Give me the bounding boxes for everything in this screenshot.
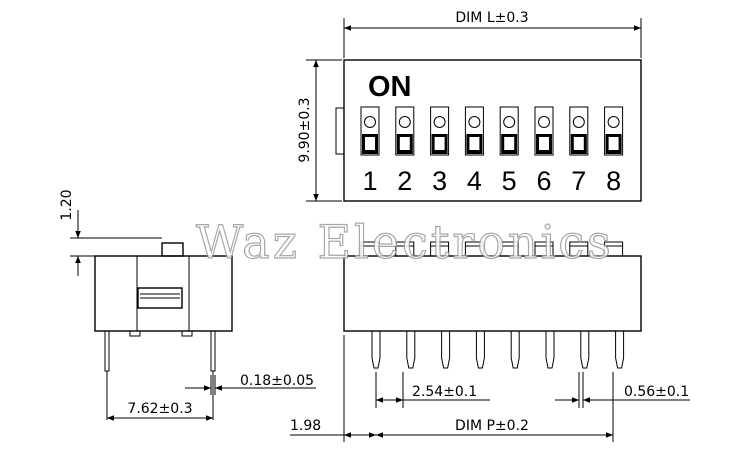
front-tab	[534, 241, 554, 257]
switch-number: 1	[362, 166, 377, 196]
front-tab	[499, 241, 519, 257]
switch-number: 6	[536, 166, 551, 196]
switch-slider	[499, 106, 519, 156]
side-view-pin-right	[210, 330, 216, 372]
front-tab	[569, 241, 589, 257]
dim-side-height: 1.20	[59, 189, 162, 276]
front-pin	[545, 331, 555, 369]
dim-pin-span: 1.98 DIM P±0.2	[290, 335, 614, 442]
dim-pitch-label: 2.54±0.1	[412, 384, 477, 400]
dim-pin-thickness-label: 0.18±0.05	[240, 373, 314, 389]
switch-slider	[360, 106, 380, 156]
switch-number: 3	[432, 166, 447, 196]
front-view-tabs	[360, 241, 624, 257]
front-view-pins	[371, 331, 625, 369]
side-view	[94, 242, 233, 420]
slider-row	[360, 106, 624, 156]
front-pin	[475, 331, 485, 369]
dim-pin-span-label: DIM P±0.2	[455, 418, 529, 434]
switch-number: 2	[397, 166, 412, 196]
front-tab	[395, 241, 415, 257]
dim-pin-thickness: 0.18±0.05	[185, 373, 316, 395]
dim-pin-width-label: 0.56±0.1	[624, 384, 689, 400]
switch-slider	[430, 106, 450, 156]
front-tab	[604, 241, 624, 257]
front-tab	[430, 241, 450, 257]
switch-slider	[395, 106, 415, 156]
on-label: ON	[368, 71, 412, 103]
front-pin	[510, 331, 520, 369]
dim-side-height-label: 1.20	[59, 189, 75, 220]
dim-length-label: DIM L±0.3	[455, 10, 528, 26]
top-view-latch	[335, 107, 345, 155]
front-pin	[406, 331, 416, 369]
front-tab	[464, 241, 484, 257]
dim-offset-label: 1.98	[290, 418, 321, 434]
dim-row-spacing-label: 7.62±0.3	[127, 401, 192, 417]
switch-number: 5	[502, 166, 517, 196]
switch-slider	[464, 106, 484, 156]
switch-number: 8	[606, 166, 621, 196]
switch-slider	[604, 106, 624, 156]
dim-row-spacing: 7.62±0.3	[107, 401, 213, 421]
dim-height: 9.90±0.3	[297, 59, 342, 202]
front-pin	[371, 331, 381, 369]
switch-slider	[569, 106, 589, 156]
dim-pin-width: 0.56±0.1	[555, 372, 690, 408]
side-view-actuator	[137, 287, 183, 309]
front-tab	[360, 241, 380, 257]
front-view	[343, 241, 642, 369]
front-view-body	[343, 255, 642, 332]
side-view-pin-left	[104, 330, 110, 372]
dim-length: DIM L±0.3	[343, 10, 642, 58]
side-view-lever	[161, 242, 184, 257]
front-pin	[441, 331, 451, 369]
switch-slider	[534, 106, 554, 156]
switch-number: 7	[571, 166, 586, 196]
front-pin	[580, 331, 590, 369]
switch-number: 4	[467, 166, 482, 196]
dim-pitch: 2.54±0.1	[375, 372, 490, 408]
front-pin	[615, 331, 625, 369]
watermark: Waz Electronics	[196, 215, 614, 269]
dim-height-label: 9.90±0.3	[297, 97, 313, 162]
